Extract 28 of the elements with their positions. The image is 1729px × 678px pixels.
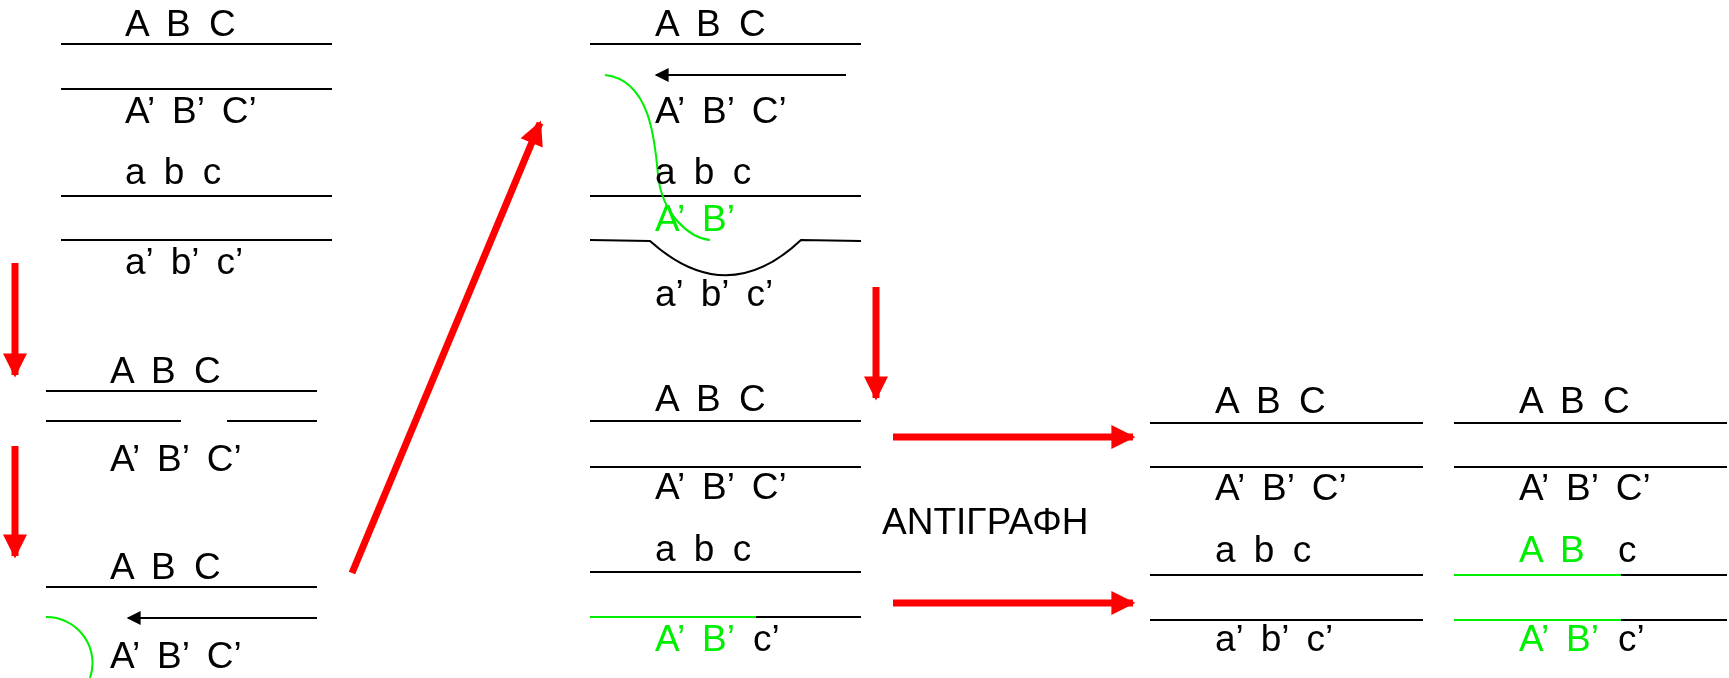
allele-label: A B C — [110, 548, 221, 585]
allele-label: A’ B’ — [1519, 620, 1599, 657]
allele-label: A’ B’ C’ — [110, 440, 242, 477]
allele-label: A’ B’ C’ — [1215, 469, 1347, 506]
allele-label: A B C — [655, 5, 766, 42]
allele-label: a’ b’ c’ — [1215, 620, 1334, 657]
step-label: ΑΝΤΙΓΡΑΦΗ — [882, 503, 1089, 540]
allele-label: a b c — [125, 153, 222, 190]
allele-label: A B C — [110, 352, 221, 389]
allele-label: a b c — [1215, 531, 1312, 568]
allele-label: a’ b’ c’ — [655, 275, 774, 312]
arrow — [348, 120, 544, 575]
allele-label: A’ B’ C’ — [655, 92, 787, 129]
allele-label: a b c — [655, 530, 752, 567]
allele-label: c’ — [1618, 620, 1645, 657]
allele-label: c’ — [753, 620, 780, 657]
allele-label: A B C — [1215, 382, 1326, 419]
allele-label: c — [1618, 531, 1637, 568]
allele-label: A’ B’ C’ — [125, 92, 257, 129]
allele-label: A’ B’ C’ — [655, 468, 787, 505]
allele-label: A’ B’ C’ — [110, 637, 242, 674]
allele-label: A’ B’ C’ — [1519, 469, 1651, 506]
allele-label: A B C — [655, 380, 766, 417]
allele-label: A’ B’ — [655, 620, 735, 657]
allele-label: a’ b’ c’ — [125, 243, 244, 280]
allele-label: A B C — [125, 5, 236, 42]
allele-label: A B C — [1519, 382, 1630, 419]
allele-label: A B — [1519, 531, 1585, 568]
